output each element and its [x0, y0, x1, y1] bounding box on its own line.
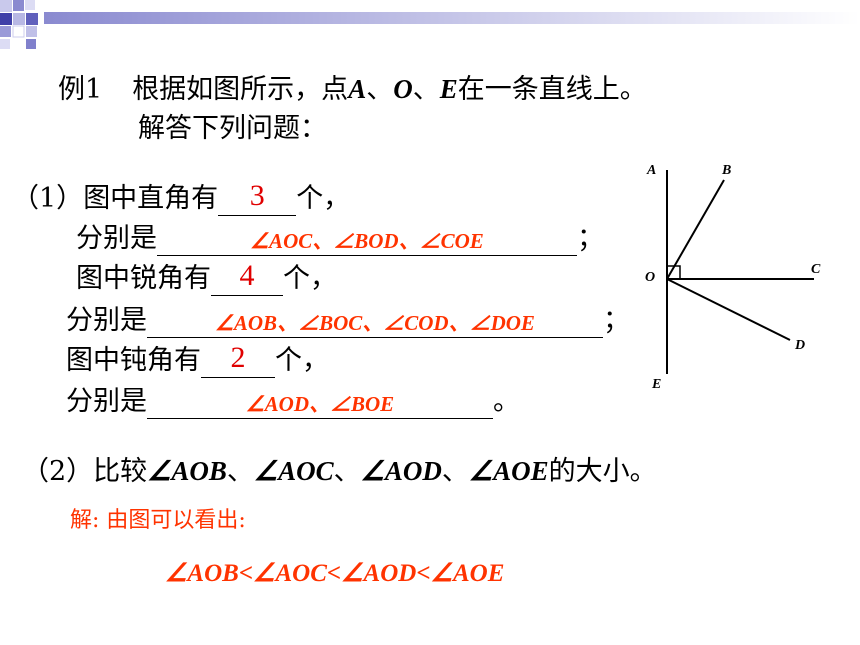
example-line-2: 解答下列问题： — [138, 113, 327, 144]
right-list-answer: ∠AOC、∠BOD、∠COE — [250, 229, 484, 253]
point-o-label: O — [645, 270, 656, 285]
point-c-label: C — [811, 262, 821, 277]
right-list-blank: ∠AOC、∠BOD、∠COE — [157, 225, 577, 256]
decor-square — [25, 0, 35, 10]
point-d-label: D — [795, 338, 806, 353]
ray-od — [666, 278, 791, 341]
solution-label: 解: 由图可以看出: — [70, 508, 246, 533]
q1-obtuse-list: 分别是∠AOD、∠BOE。 — [66, 386, 520, 419]
q1-acute-list: 分别是∠AOB、∠BOC、∠COD、∠DOE； — [66, 305, 630, 338]
obtuse-list-blank: ∠AOD、∠BOE — [147, 388, 493, 419]
decor-square — [26, 13, 38, 25]
point-e-label: E — [652, 377, 662, 392]
decor-square — [26, 26, 37, 37]
decor-square — [13, 13, 25, 25]
q1-right-list: 分别是∠AOC、∠BOD、∠COE； — [76, 223, 604, 256]
decor-square — [0, 39, 10, 49]
ray-ob — [666, 179, 725, 280]
decor-square — [0, 26, 11, 37]
acute-count-blank: 4 — [211, 261, 283, 296]
decor-square — [12, 25, 25, 38]
obtuse-list-answer: ∠AOD、∠BOE — [245, 392, 395, 416]
example-label: 例1 — [58, 74, 103, 105]
acute-list-blank: ∠AOB、∠BOC、∠COD、∠DOE — [147, 307, 603, 338]
header-bar — [44, 12, 860, 24]
obtuse-count-answer: 2 — [230, 341, 246, 374]
right-count-blank: 3 — [218, 181, 297, 216]
solution-result: ∠AOB<∠AOC<∠AOD<∠AOE — [165, 560, 505, 587]
title-decoration — [0, 0, 860, 49]
right-count-answer: 3 — [249, 179, 265, 212]
decor-square — [26, 39, 36, 49]
decor-square — [13, 0, 24, 11]
right-angle-mark — [666, 265, 681, 280]
q2-question: （2）比较∠AOB、∠AOC、∠AOD、∠AOE的大小。 — [22, 456, 657, 487]
decor-square — [0, 0, 12, 12]
decor-square — [0, 13, 12, 25]
point-b-label: B — [722, 163, 732, 178]
acute-list-answer: ∠AOB、∠BOC、∠COD、∠DOE — [215, 311, 535, 335]
acute-count-answer: 4 — [239, 259, 255, 292]
point-a-label: A — [647, 163, 657, 178]
obtuse-count-blank: 2 — [201, 343, 275, 378]
